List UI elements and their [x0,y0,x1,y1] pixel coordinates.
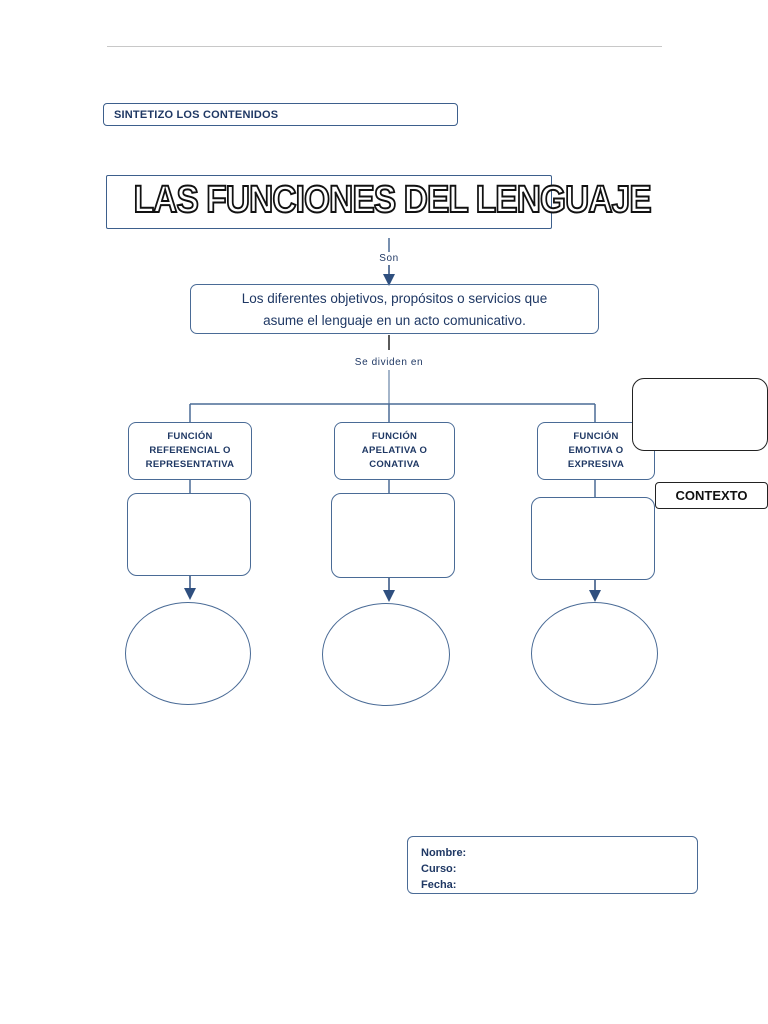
function-subtitle: APELATIVA O [361,445,428,456]
function-title: FUNCIÓN [573,431,619,442]
course-label: Curso: [421,863,457,875]
example-oval-apelativa[interactable] [322,603,450,706]
top-divider [107,46,662,47]
connector-divide: Se dividen en [354,357,424,368]
function-title: FUNCIÓN [167,431,213,442]
definition-box: Los diferentes objetivos, propósitos o s… [190,284,599,334]
function-subtitle: REFERENCIAL O [149,445,231,456]
name-label: Nombre: [421,847,467,859]
example-oval-referencial[interactable] [125,602,251,705]
function-apelativa-box: FUNCIÓN APELATIVA O CONATIVA [334,422,455,480]
definition-line-1: Los diferentes objetivos, propósitos o s… [241,291,548,306]
context-answer-box[interactable] [632,378,768,451]
function-subtitle: EXPRESIVA [567,459,625,470]
date-label: Fecha: [421,879,457,891]
connector-son: Son [379,253,399,264]
title-frame [106,175,552,229]
description-box-apelativa[interactable] [331,493,455,578]
description-box-emotiva[interactable] [531,497,655,580]
function-referencial-box: FUNCIÓN REFERENCIAL O REPRESENTATIVA [128,422,252,480]
function-title: FUNCIÓN [371,431,418,442]
context-label: CONTEXTO [655,482,768,509]
diagram-title: LAS FUNCIONES DEL LENGUAJE [133,178,653,222]
function-emotiva-box: FUNCIÓN EMOTIVA O EXPRESIVA [537,422,655,480]
description-box-referencial[interactable] [127,493,251,576]
function-subtitle: CONATIVA [369,459,420,470]
function-subtitle: EMOTIVA O [568,445,624,456]
example-oval-emotiva[interactable] [531,602,658,705]
definition-line-2: asume el lenguaje en un acto comunicativ… [263,313,526,328]
section-heading: SINTETIZO LOS CONTENIDOS [103,103,458,126]
student-info-box: Nombre: Curso: Fecha: [407,836,698,894]
function-subtitle: REPRESENTATIVA [145,459,235,470]
